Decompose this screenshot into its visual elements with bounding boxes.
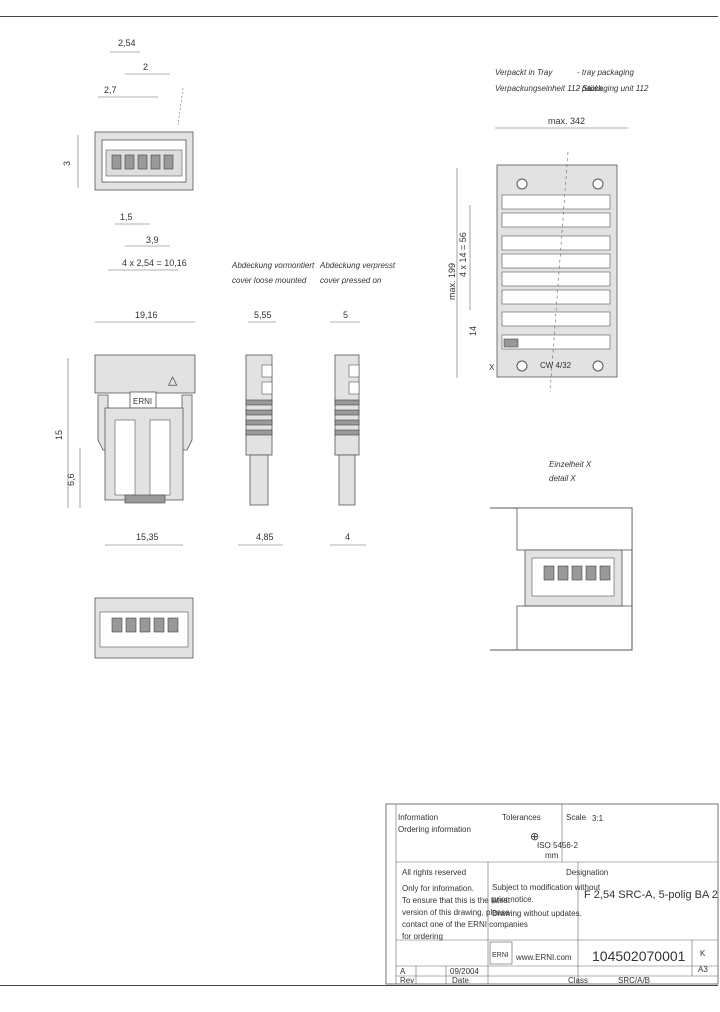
- tb-info-en: Ordering information: [398, 825, 471, 834]
- pack-line1-en: - tray packaging: [577, 68, 634, 77]
- front-lower: 6,6: [66, 473, 76, 486]
- tb-info-de: Information: [398, 813, 438, 822]
- tb-subject-3: Drawing without updates.: [492, 909, 582, 918]
- side-view-loose: Abdeckung vormontiert cover loose mounte…: [231, 261, 315, 546]
- detail-x: Einzelheit X detail X: [490, 460, 633, 651]
- pitch-dimensions: 1,5 3,9 4 x 2,54 = 10,16: [108, 212, 187, 271]
- pack-x-label: X: [489, 363, 495, 372]
- pack-width: max. 342: [548, 116, 585, 126]
- tb-part-number: 104502070001: [592, 948, 686, 964]
- front-view-housing: [94, 354, 196, 394]
- front-view: 19,16 △ ERNI 15 6,6 15,35: [54, 310, 196, 546]
- top-dim-a: 2,54: [118, 38, 136, 48]
- tb-units: mm: [545, 851, 559, 860]
- side-loose-bottom: 4,85: [256, 532, 274, 542]
- top-view: 2,54 2 2,7 3: [62, 38, 194, 191]
- drawing-frame: [0, 16, 718, 986]
- projection-symbol-icon: ⊕: [530, 831, 539, 843]
- tb-notice-3: version of this drawing, please: [402, 908, 510, 917]
- tb-notice-2: To ensure that this is the latest: [402, 896, 511, 905]
- pack-line2-de: Verpackungseinheit 112 Stück: [495, 84, 603, 93]
- side-pressed-caption-de: Abdeckung verpresst: [319, 261, 396, 270]
- pack-pitch: 4 x 14 = 56: [458, 232, 468, 277]
- tb-date-label: Date: [452, 976, 469, 985]
- front-height: 15: [54, 430, 64, 440]
- tb-scale-value: 3:1: [592, 814, 604, 823]
- side-loose-caption-de: Abdeckung vormontiert: [231, 261, 315, 270]
- tb-notice-4: contact one of the ERNI companies: [402, 920, 528, 929]
- pack-v-small: 14: [468, 326, 478, 336]
- side-loose-caption-en: cover loose mounted: [232, 276, 307, 285]
- pack-line1-de: Verpackt in Tray: [495, 68, 553, 77]
- tb-row-a: A: [400, 967, 406, 976]
- tb-notice-1: Only for information.: [402, 884, 474, 893]
- pack-code: CW 4/32: [540, 361, 572, 370]
- tb-notice-5: for ordering: [402, 932, 443, 941]
- front-bottom-width: 15,35: [136, 532, 159, 542]
- title-block: Information Ordering information Toleran…: [385, 803, 719, 985]
- tb-subject-1: Subject to modification without: [492, 883, 601, 892]
- front-width: 19,16: [135, 310, 158, 320]
- side-loose-top: 5,55: [254, 310, 272, 320]
- tb-designation-label: Designation: [566, 868, 608, 877]
- tb-revision: A3: [698, 965, 708, 974]
- tb-class-label: Class: [568, 976, 588, 985]
- tb-designation: F 2,54 SRC-A, 5-polig BA 2: [584, 889, 718, 901]
- erni-logo-box: [489, 941, 513, 965]
- top-dim-c: 2,7: [104, 85, 117, 95]
- tb-code-small: 09/2004: [450, 967, 479, 976]
- pitch-dim-c: 4 x 2,54 = 10,16: [122, 258, 187, 268]
- side-pressed-caption-en: cover pressed on: [320, 276, 382, 285]
- pitch-dim-b: 3,9: [146, 235, 159, 245]
- tb-class-value: SRC/A/B: [618, 976, 650, 985]
- tb-website: www.ERNI.com: [515, 953, 572, 962]
- top-dim-b: 2: [143, 62, 148, 72]
- top-dim-side: 3: [62, 161, 72, 166]
- side-pressed-top: 5: [343, 310, 348, 320]
- bottom-view: [94, 597, 194, 659]
- detail-title-en: detail X: [549, 474, 576, 483]
- erni-logo-small: ERNI: [492, 952, 509, 959]
- side-view-pressed: Abdeckung verpresst cover pressed on 5 4: [319, 261, 396, 546]
- pack-line2-en: - packaging unit 112: [577, 84, 649, 93]
- detail-title-de: Einzelheit X: [549, 460, 592, 469]
- tb-tolerances: Tolerances: [502, 813, 541, 822]
- tb-subject-2: prior notice.: [492, 895, 534, 904]
- tb-projection: ISO 5456-2: [537, 841, 578, 850]
- side-pressed-bottom: 4: [345, 532, 350, 542]
- tb-scale-label: Scale: [566, 813, 587, 822]
- packaging-tray: Verpackt in Tray - tray packaging Verpac…: [447, 68, 649, 393]
- tb-row-b: Rev: [400, 976, 414, 985]
- warning-icon: △: [168, 373, 178, 387]
- tb-rights: All rights reserved: [402, 868, 466, 877]
- tb-sheet-label: K: [700, 949, 706, 958]
- pitch-dim-a: 1,5: [120, 212, 133, 222]
- pack-height: max. 199: [447, 263, 457, 300]
- svg-text:ERNI: ERNI: [133, 397, 152, 406]
